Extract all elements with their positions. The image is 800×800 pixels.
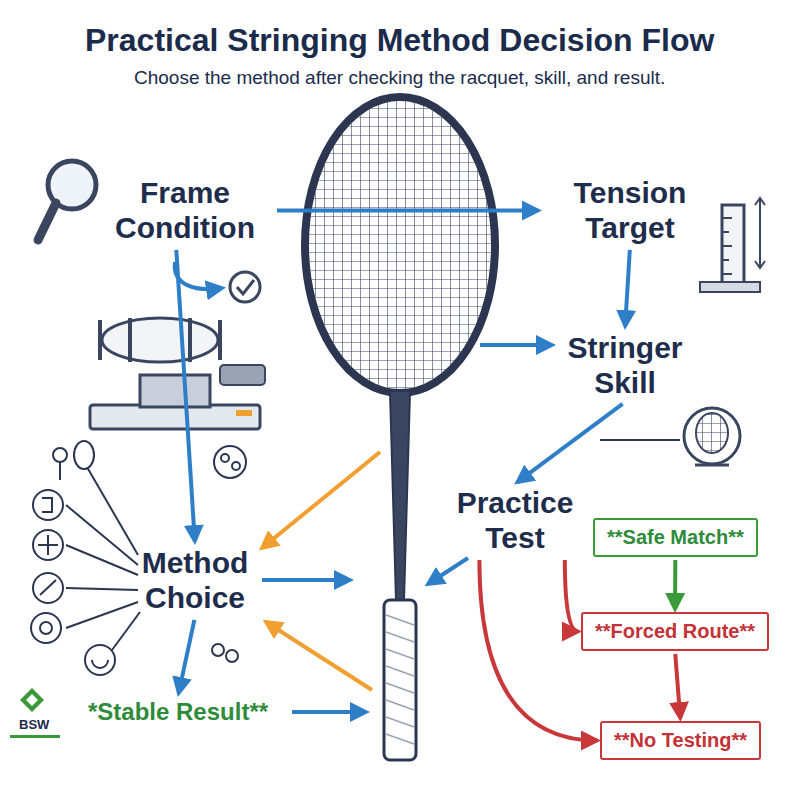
outcome-box: **Safe Match** [593, 518, 758, 557]
node-text: Stringer Skill [540, 331, 710, 400]
side-arrow [175, 262, 222, 289]
diagram-title: Practical Stringing Method Decision Flow [85, 22, 714, 59]
flow-step: Method Choice [106, 544, 284, 617]
flow-connector [595, 523, 603, 535]
flow-connector [517, 404, 622, 482]
flow-connector [179, 620, 195, 693]
check-icon [230, 272, 260, 302]
outcome-box: **No Testing** [600, 721, 761, 760]
racquet-illustration [300, 95, 500, 760]
node-text: **Forced Route** [595, 620, 755, 643]
flow-connector [565, 560, 578, 632]
ruler-icon [700, 198, 765, 292]
logo-text: BSW [19, 717, 49, 732]
flow-step: Practice Test [426, 484, 604, 557]
flow-connector [673, 560, 677, 609]
node-text: Practice Test [430, 486, 600, 555]
flow-step: Frame Condition [96, 174, 274, 247]
node-text: **Safe Match** [607, 526, 744, 549]
diagram-caption: Choose the method after checking the rac… [134, 67, 665, 89]
logo-mark [10, 688, 60, 738]
flow-connector [479, 560, 597, 741]
result-step: *Stable Result** [84, 696, 272, 728]
flow-step: Tension Target [541, 174, 719, 247]
stringing-machine [90, 318, 265, 429]
flow-connector [176, 250, 195, 541]
flow-connector [277, 209, 538, 213]
outcome-box: **Forced Route** [581, 612, 769, 651]
flow-connector [675, 654, 680, 718]
node-text: Tension Target [545, 176, 715, 245]
flow-connector [625, 250, 630, 326]
node-text: *Stable Result** [88, 698, 268, 726]
node-text: Frame Condition [100, 176, 270, 245]
node-text: Method Choice [110, 546, 280, 615]
node-text: **No Testing** [614, 729, 747, 752]
racquet-stand-icon [600, 408, 740, 465]
magnifier-icon [38, 161, 96, 240]
racquet-arrows [262, 345, 552, 712]
flow-step: Stringer Skill [536, 329, 714, 402]
tool-icons [31, 441, 246, 675]
